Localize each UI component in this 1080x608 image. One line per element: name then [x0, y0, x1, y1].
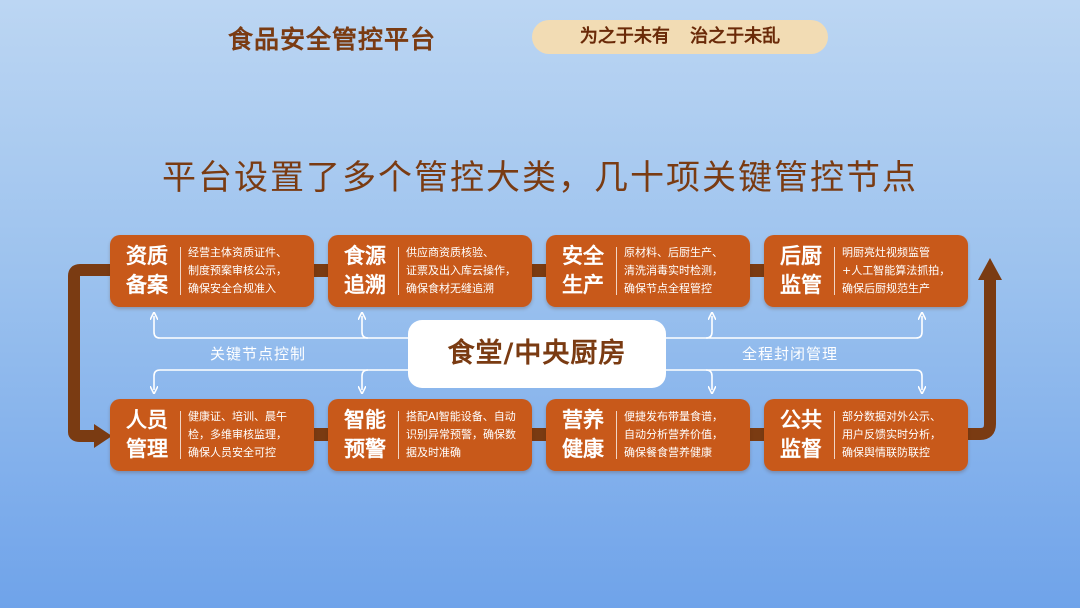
right-loop-arrow — [966, 276, 996, 440]
connector-top-2 — [530, 264, 546, 277]
card-description: 明厨亮灶视频监管 +人工智能算法抓拍， 确保后厨规范生产 — [842, 246, 951, 295]
bottom-bracket — [154, 369, 922, 390]
card-title: 人员 管理 — [126, 408, 168, 461]
card-description: 搭配AI智能设备、自动 识别异常预警，确保数 据及时准确 — [406, 410, 516, 459]
bottom-row-card: 人员 管理健康证、培训、晨午 检，多维审核监理， 确保人员安全可控 — [110, 399, 314, 471]
card-title: 食源 追溯 — [344, 244, 386, 297]
card-divider — [398, 247, 399, 295]
card-title: 智能 预警 — [344, 408, 386, 461]
card-divider — [834, 247, 835, 295]
card-divider — [180, 411, 181, 459]
card-title: 安全 生产 — [562, 244, 604, 297]
card-description: 便捷发布带量食谱， 自动分析营养价值， 确保餐食营养健康 — [624, 410, 723, 459]
center-node: 食堂/中央厨房 — [408, 320, 666, 388]
card-divider — [398, 411, 399, 459]
card-divider — [616, 247, 617, 295]
top-bracket — [154, 316, 922, 339]
connector-bottom-2 — [530, 428, 546, 441]
left-bracket-label: 关键节点控制 — [210, 345, 307, 363]
slogan-pill: 为之于未有 治之于未乱 — [532, 20, 828, 54]
card-title: 后厨 监管 — [780, 244, 822, 297]
connector-bottom-1 — [312, 428, 328, 441]
top-row-card: 资质 备案经营主体资质证件、 制度预案审核公示， 确保安全合规准入 — [110, 235, 314, 307]
page-title: 食品安全管控平台 — [228, 25, 437, 54]
bottom-row-card: 营养 健康便捷发布带量食谱， 自动分析营养价值， 确保餐食营养健康 — [546, 399, 750, 471]
card-description: 供应商资质核验、 证票及出入库云操作， 确保食材无缝追溯 — [406, 246, 516, 295]
top-row-card: 后厨 监管明厨亮灶视频监管 +人工智能算法抓拍， 确保后厨规范生产 — [764, 235, 968, 307]
card-description: 部分数据对外公示、 用户反馈实时分析， 确保舆情联防联控 — [842, 410, 941, 459]
card-title: 公共 监督 — [780, 408, 822, 461]
connector-top-1 — [312, 264, 328, 277]
card-title: 资质 备案 — [126, 244, 168, 297]
left-loop-arrowhead — [94, 424, 112, 448]
card-description: 原材料、后厨生产、 清洗消毒实时检测， 确保节点全程管控 — [624, 246, 723, 295]
connector-top-3 — [748, 264, 764, 277]
card-divider — [616, 411, 617, 459]
right-bracket-label: 全程封闭管理 — [742, 345, 839, 363]
card-divider — [180, 247, 181, 295]
connector-bottom-3 — [748, 428, 764, 441]
bottom-row-card: 智能 预警搭配AI智能设备、自动 识别异常预警，确保数 据及时准确 — [328, 399, 532, 471]
top-row-card: 安全 生产原材料、后厨生产、 清洗消毒实时检测， 确保节点全程管控 — [546, 235, 750, 307]
card-divider — [834, 411, 835, 459]
left-loop-arrow — [68, 264, 110, 442]
top-row-card: 食源 追溯供应商资质核验、 证票及出入库云操作， 确保食材无缝追溯 — [328, 235, 532, 307]
card-description: 健康证、培训、晨午 检，多维审核监理， 确保人员安全可控 — [188, 410, 287, 459]
right-loop-arrowhead — [978, 258, 1002, 280]
card-title: 营养 健康 — [562, 408, 604, 461]
card-description: 经营主体资质证件、 制度预案审核公示， 确保安全合规准入 — [188, 246, 287, 295]
headline: 平台设置了多个管控大类，几十项关键管控节点 — [162, 158, 918, 198]
bottom-row-card: 公共 监督部分数据对外公示、 用户反馈实时分析， 确保舆情联防联控 — [764, 399, 968, 471]
